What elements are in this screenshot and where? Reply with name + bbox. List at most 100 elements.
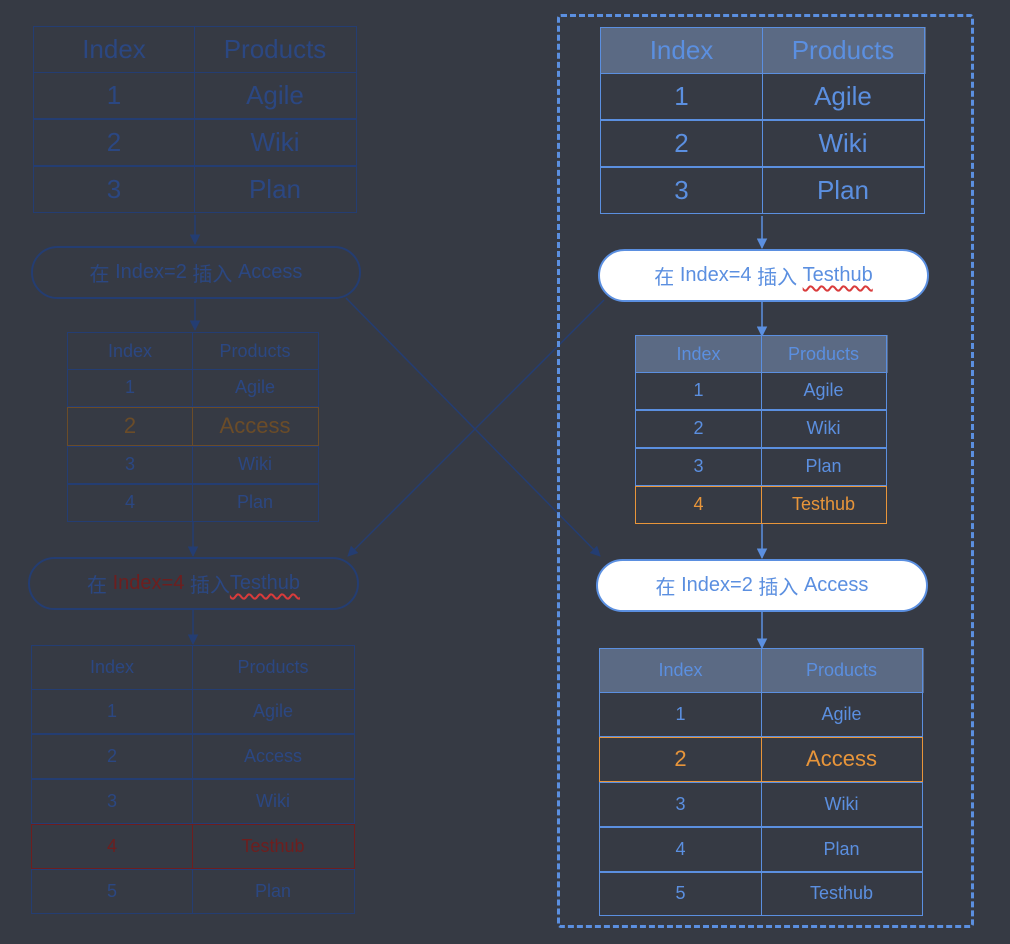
step-index-param: Index=2	[115, 261, 187, 283]
index-cell: 4	[31, 823, 193, 869]
step-item-name: Access	[803, 574, 869, 596]
step-insert-text: 插入	[186, 264, 238, 286]
index-cell: 1	[67, 368, 193, 407]
right-step1-pill: 在 Index=4 插入 Testhub	[598, 249, 929, 302]
index-cell: 1	[635, 371, 762, 410]
product-cell: Access	[191, 733, 355, 779]
index-cell: 5	[31, 868, 193, 914]
step-item-name: Testhub	[229, 572, 300, 594]
index-cell: 1	[33, 71, 195, 119]
product-cell: Wiki	[760, 409, 887, 448]
index-cell: 3	[599, 781, 762, 827]
header-index-cell: Index	[600, 27, 763, 74]
header-products-cell: Products	[761, 27, 925, 74]
product-cell: Testhub	[760, 871, 923, 916]
product-cell: Wiki	[761, 119, 925, 167]
product-cell: Plan	[191, 868, 355, 914]
arrow-cross-to-left	[347, 299, 605, 557]
step-index-param: Index=2	[681, 574, 753, 596]
product-cell: Wiki	[760, 781, 923, 827]
index-cell: 1	[600, 72, 763, 120]
index-cell: 3	[33, 165, 195, 213]
product-cell: Wiki	[191, 778, 355, 824]
step-insert-text: 插入	[752, 577, 804, 599]
right-step2-pill: 在 Index=2 插入 Access	[596, 559, 928, 612]
product-cell: Access	[191, 406, 319, 446]
index-cell: 2	[33, 118, 195, 166]
index-cell: 3	[635, 447, 762, 486]
header-index-cell: Index	[67, 332, 193, 370]
index-cell: 4	[599, 826, 762, 872]
product-cell: Agile	[761, 72, 925, 120]
product-cell: Agile	[760, 371, 887, 410]
header-products-cell: Products	[191, 332, 319, 370]
index-cell: 5	[599, 871, 762, 916]
step-prefix-text: 在	[655, 577, 682, 599]
header-index-cell: Index	[33, 26, 195, 73]
index-cell: 4	[635, 485, 762, 524]
header-products-cell: Products	[191, 645, 355, 690]
product-cell: Wiki	[193, 118, 357, 166]
index-cell: 2	[600, 119, 763, 167]
index-cell: 3	[31, 778, 193, 824]
product-cell: Plan	[760, 447, 887, 486]
header-index-cell: Index	[31, 645, 193, 690]
product-cell: Agile	[191, 368, 319, 407]
index-cell: 2	[67, 406, 193, 446]
step-index-param: Index=4	[112, 572, 185, 594]
index-cell: 3	[67, 445, 193, 484]
highlight-dashed-frame	[557, 14, 974, 928]
index-cell: 2	[31, 733, 193, 779]
step-prefix-text: 在	[87, 575, 113, 597]
product-cell: Access	[760, 736, 923, 782]
index-cell: 2	[599, 736, 762, 782]
step-prefix-text: 在	[89, 264, 116, 286]
product-cell: Plan	[761, 166, 925, 214]
product-cell: Plan	[191, 483, 319, 522]
product-cell: Plan	[760, 826, 923, 872]
index-cell: 3	[600, 166, 763, 214]
step-item-name: Testhub	[802, 264, 873, 286]
header-products-cell: Products	[193, 26, 357, 73]
product-cell: Testhub	[760, 485, 887, 524]
product-cell: Wiki	[191, 445, 319, 484]
index-cell: 2	[635, 409, 762, 448]
header-products-cell: Products	[760, 335, 887, 373]
header-index-cell: Index	[599, 648, 762, 693]
header-index-cell: Index	[635, 335, 762, 373]
index-cell: 4	[67, 483, 193, 522]
product-cell: Plan	[193, 165, 357, 213]
